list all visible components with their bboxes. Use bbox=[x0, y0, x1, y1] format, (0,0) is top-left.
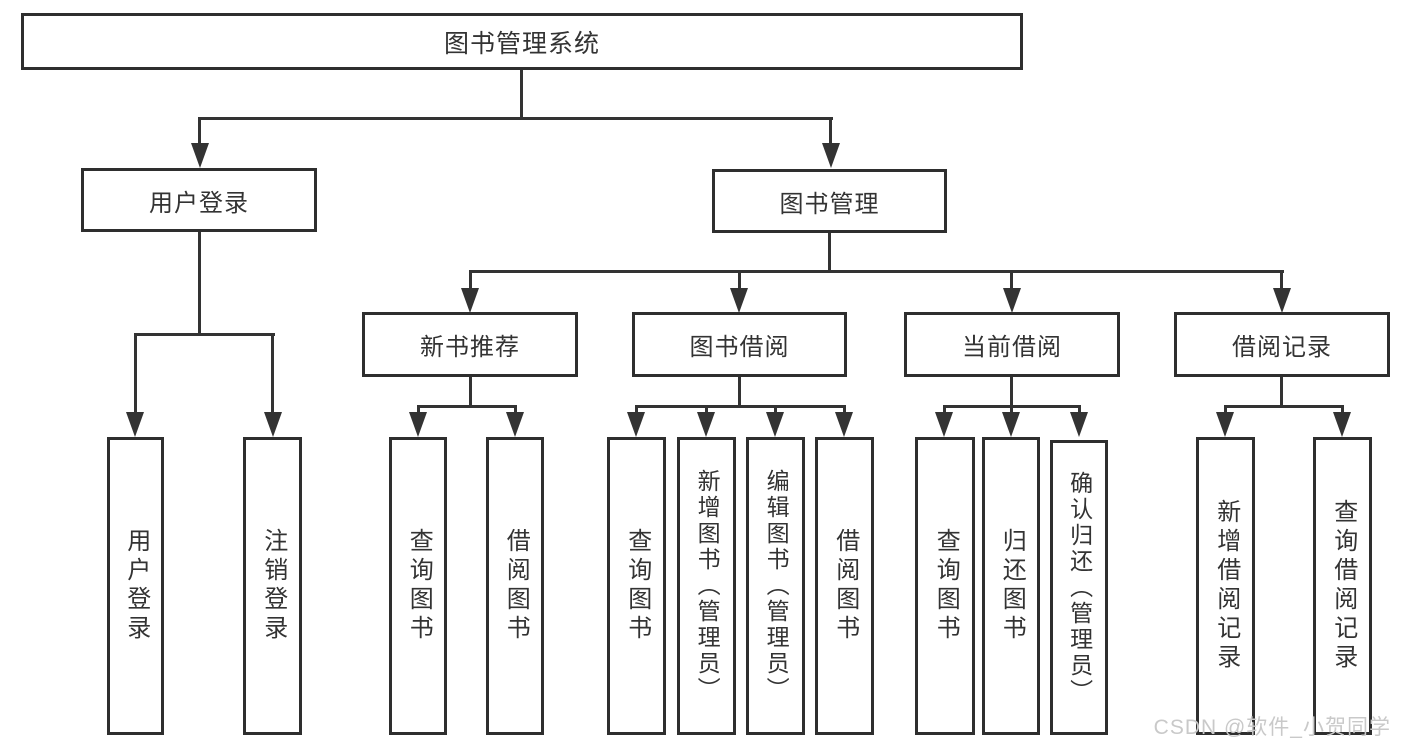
arrowhead-groupB-child2 bbox=[697, 412, 715, 437]
arrowhead-groupD-child2 bbox=[1333, 412, 1351, 437]
connector-groupB-down bbox=[738, 377, 741, 408]
connector-to-leaf-user-login bbox=[134, 333, 137, 413]
leaf-query-books-recommend: 查询图书 bbox=[389, 437, 447, 735]
node-book-management: 图书管理 bbox=[712, 169, 947, 233]
arrowhead-groupB-child4 bbox=[835, 412, 853, 437]
node-borrow-records: 借阅记录 bbox=[1174, 312, 1390, 377]
connector-to-new-book bbox=[469, 270, 472, 290]
connector-to-current-borrow bbox=[1010, 270, 1013, 290]
node-library-system-label: 图书管理系统 bbox=[443, 29, 600, 58]
leaf-logout-login: 注销登录 bbox=[243, 437, 302, 735]
csdn-watermark: CSDN @软件_小贺同学 bbox=[1153, 716, 1391, 739]
connector-login-split bbox=[134, 333, 275, 336]
leaf-edit-book-admin: 编辑图书（管理员） bbox=[746, 437, 805, 735]
leaf-return-books: 归还图书 bbox=[982, 437, 1040, 735]
arrowhead-login bbox=[191, 143, 209, 168]
leaf-query-books-borrow: 查询图书 bbox=[607, 437, 666, 735]
leaf-borrow-books: 借阅图书 bbox=[815, 437, 874, 735]
connector-to-book-borrow bbox=[738, 270, 741, 290]
connector-groupA-child1 bbox=[417, 405, 420, 417]
leaf-add-borrow-record: 新增借阅记录 bbox=[1196, 437, 1255, 735]
connector-to-leaf-logout bbox=[271, 333, 274, 413]
connector-groupC-child1 bbox=[943, 405, 946, 417]
connector-groupB-split bbox=[635, 405, 846, 408]
node-borrow-records-label: 借阅记录 bbox=[1232, 334, 1332, 361]
connector-login-down bbox=[198, 232, 201, 336]
arrowhead-groupC-child2 bbox=[1002, 412, 1020, 437]
leaf-user-login: 用户登录 bbox=[107, 437, 164, 735]
arrowhead-groupC-child1 bbox=[935, 412, 953, 437]
node-current-borrow-label: 当前借阅 bbox=[962, 334, 1062, 361]
connector-groupB-child4 bbox=[843, 405, 846, 417]
connector-groupB-child3 bbox=[774, 405, 777, 417]
connector-groupA-split bbox=[417, 405, 517, 408]
node-book-borrow-label: 图书借阅 bbox=[689, 334, 790, 361]
connector-to-management bbox=[829, 117, 832, 147]
leaf-add-book-admin: 新增图书（管理员） bbox=[677, 437, 736, 735]
arrowhead-groupA-child1 bbox=[409, 412, 427, 437]
node-book-borrow: 图书借阅 bbox=[632, 312, 847, 377]
node-current-borrow: 当前借阅 bbox=[904, 312, 1120, 377]
node-new-book-recommend-label: 新书推荐 bbox=[420, 334, 520, 361]
connector-groupD-child2 bbox=[1341, 405, 1344, 417]
leaf-confirm-return-admin: 确认归还（管理员） bbox=[1050, 440, 1108, 735]
connector-to-borrow-records bbox=[1280, 270, 1283, 290]
connector-groupC-down bbox=[1010, 377, 1013, 408]
node-user-login: 用户登录 bbox=[81, 168, 317, 232]
connector-root-down bbox=[520, 70, 523, 120]
connector-groupD-split bbox=[1224, 405, 1344, 408]
connector-level3-horizontal bbox=[469, 270, 1284, 273]
arrowhead-groupB-child3 bbox=[766, 412, 784, 437]
arrowhead-groupB-child1 bbox=[627, 412, 645, 437]
connector-level2-horizontal bbox=[198, 117, 833, 120]
connector-groupC-child2 bbox=[1010, 405, 1013, 417]
node-library-system: 图书管理系统 bbox=[21, 13, 1023, 70]
arrowhead-groupD-child1 bbox=[1216, 412, 1234, 437]
leaf-query-borrow-record: 查询借阅记录 bbox=[1313, 437, 1372, 735]
arrowhead-borrow-records bbox=[1273, 288, 1291, 313]
node-user-login-label: 用户登录 bbox=[149, 189, 249, 217]
node-new-book-recommend: 新书推荐 bbox=[362, 312, 578, 377]
arrowhead-new-book bbox=[461, 288, 479, 313]
leaf-query-books-current: 查询图书 bbox=[915, 437, 975, 735]
arrowhead-leaf-user-login bbox=[126, 412, 144, 437]
leaf-borrow-books-recommend: 借阅图书 bbox=[486, 437, 544, 735]
connector-groupB-child1 bbox=[635, 405, 638, 417]
arrowhead-groupC-child3 bbox=[1070, 412, 1088, 437]
arrowhead-leaf-logout bbox=[264, 412, 282, 437]
connector-groupA-child2 bbox=[514, 405, 517, 417]
arrowhead-book-borrow bbox=[730, 288, 748, 313]
connector-management-down bbox=[828, 233, 831, 273]
connector-groupA-down bbox=[469, 377, 472, 408]
arrowhead-management bbox=[822, 143, 840, 168]
node-book-management-label: 图书管理 bbox=[779, 190, 880, 218]
connector-groupD-down bbox=[1280, 377, 1283, 408]
connector-groupD-child1 bbox=[1224, 405, 1227, 417]
connector-to-login bbox=[198, 117, 201, 147]
arrowhead-groupA-child2 bbox=[506, 412, 524, 437]
connector-groupC-child3 bbox=[1078, 405, 1081, 417]
connector-groupB-child2 bbox=[705, 405, 708, 417]
arrowhead-current-borrow bbox=[1003, 288, 1021, 313]
